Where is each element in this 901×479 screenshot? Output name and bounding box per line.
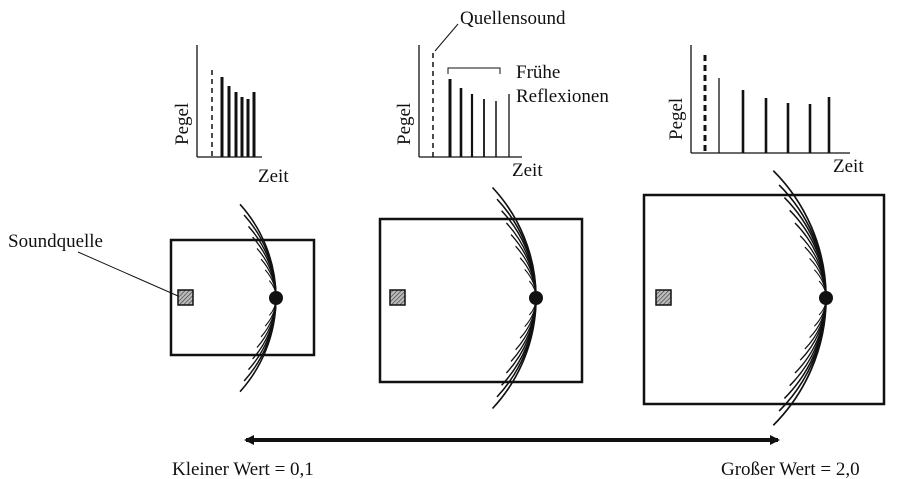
listener-dot <box>269 291 283 305</box>
reflection-graph-small: Pegel Zeit <box>172 45 289 187</box>
room-wall <box>378 217 584 384</box>
early-reflection-bars <box>718 78 831 153</box>
room-wall <box>169 238 316 357</box>
early-reflections-label-line2: Reflexionen <box>516 86 609 107</box>
sound-source-label: Soundquelle <box>8 231 103 252</box>
listener-dot <box>819 291 833 305</box>
sound-source-icon <box>389 289 406 306</box>
y-axis-label: Pegel <box>172 103 193 145</box>
sound-source-icon <box>655 289 672 306</box>
large-value-label: Großer Wert = 2,0 <box>721 459 860 479</box>
quellensound-pointer <box>434 23 459 52</box>
small-value-label: Kleiner Wert = 0,1 <box>172 459 314 479</box>
x-axis-label: Zeit <box>258 166 289 187</box>
early-reflections-bracket <box>447 67 501 74</box>
early-reflection-bars <box>220 77 256 157</box>
listener-dot <box>529 291 543 305</box>
reflection-graph-large: Pegel Zeit <box>666 45 864 177</box>
room-small <box>169 203 316 393</box>
x-axis-label: Zeit <box>833 156 864 177</box>
room-wall <box>642 193 886 406</box>
quellensound-label: Quellensound <box>460 8 566 29</box>
sound-source-pointer <box>77 251 179 297</box>
y-axis-label: Pegel <box>666 98 687 140</box>
sound-waves <box>772 170 827 426</box>
y-axis-label: Pegel <box>394 103 415 145</box>
early-reflection-bars <box>448 79 510 157</box>
early-reflections-label-line1: Frühe <box>516 62 560 83</box>
reflection-graph-medium: Quellensound Frühe Reflexionen Pegel Zei… <box>394 8 609 181</box>
room-large <box>642 170 886 426</box>
x-axis-label: Zeit <box>512 160 543 181</box>
room-medium <box>378 186 584 410</box>
sound-source-icon <box>177 289 194 306</box>
